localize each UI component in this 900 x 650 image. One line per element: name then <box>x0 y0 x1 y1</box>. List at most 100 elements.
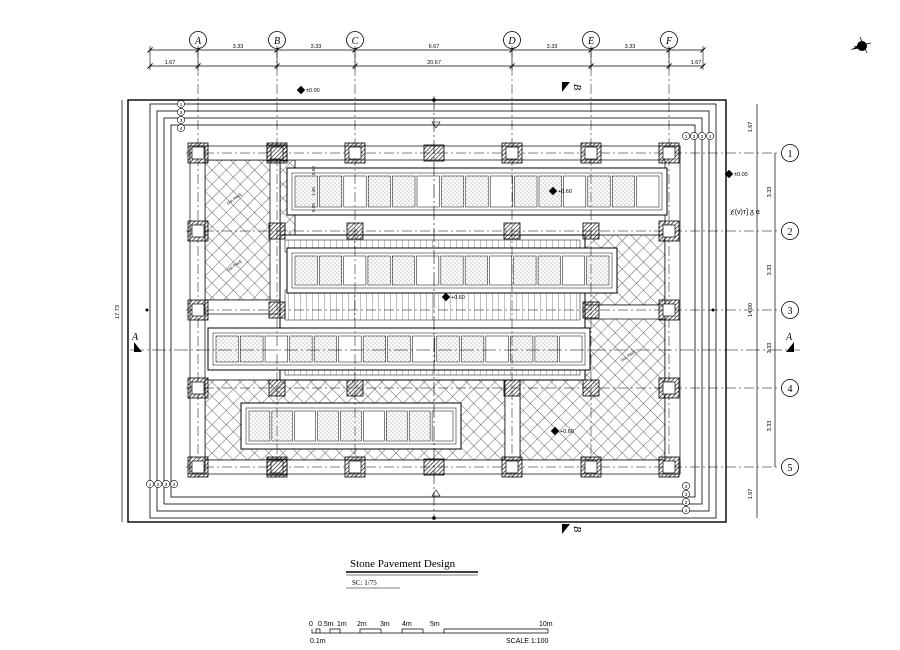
grid-bubble-row-4 <box>781 379 799 397</box>
paver-tile <box>391 255 415 286</box>
layer-tag <box>154 480 162 488</box>
drawing-title: Stone Pavement Design <box>350 558 456 570</box>
layer-tag-label: 4 <box>173 482 176 487</box>
scale-label-05: 0.5m <box>318 621 334 628</box>
layer-tag-label: 3 <box>165 482 168 487</box>
layer-tag-label: 1 <box>149 482 152 487</box>
section-a-left: A <box>131 332 139 343</box>
dim-row-12: 3.33 <box>767 187 773 198</box>
paver-tile <box>294 175 318 208</box>
paver-tile <box>412 335 436 363</box>
top-dimension-chain: 3.33 3.33 6.67 3.33 3.33 1.67 20.67 1.67 <box>147 44 706 70</box>
dim-left-total: 17.73 <box>115 305 121 319</box>
layer-tag-label: 1 <box>180 102 183 107</box>
paver-tile <box>489 255 513 286</box>
dim-col-cd: 6.67 <box>429 44 440 50</box>
layer-tag-label: 3 <box>685 492 688 497</box>
dim-col-ef: 3.33 <box>625 44 636 50</box>
paver-tile <box>514 175 538 208</box>
dim-row-34: 3.33 <box>767 343 773 354</box>
paver-tile <box>319 255 342 286</box>
paver-tile <box>489 175 513 208</box>
column-blocks <box>187 142 680 478</box>
dim-right-top: 1.67 <box>748 122 754 133</box>
scale-bar: 0 0.5m 1m 2m 3m 4m 5m 10m 0.1m SCALE 1:1… <box>309 621 553 645</box>
dim-overall-width: 20.67 <box>427 60 441 66</box>
level-upper: +0.60 <box>558 189 572 195</box>
section-a-right-arrow <box>786 342 794 352</box>
dim-row-23: 3.33 <box>767 265 773 276</box>
grid-label-row-3: 3 <box>788 306 793 317</box>
layer-tag <box>177 116 185 124</box>
layer-tag-label: 3 <box>701 134 704 139</box>
level-right: ±0.00 <box>734 172 748 178</box>
column-D2 <box>503 222 521 240</box>
paver-tile <box>392 175 416 208</box>
section-b-top-arrow <box>562 82 570 92</box>
paver-tile <box>271 410 294 442</box>
paver-tile <box>611 175 635 208</box>
scale-sub-label: 0.1m <box>310 638 326 645</box>
dim-row-45: 3.33 <box>767 421 773 432</box>
mid-column <box>266 144 288 162</box>
paver-tile <box>562 255 585 286</box>
paver-tile <box>563 175 587 208</box>
side-note: ጀ(ᴠ)ᴛ] ᵹ ɑ <box>730 209 760 216</box>
paver-tile <box>436 335 460 363</box>
grid-label-col-E: E <box>587 36 594 47</box>
grid-bubble-row-1 <box>781 144 799 162</box>
column-D4 <box>503 379 521 397</box>
level-top-left: ±0.00 <box>306 88 320 94</box>
layer-tag <box>146 480 154 488</box>
layer-tag <box>162 480 170 488</box>
paver-tile <box>367 175 391 208</box>
layer-tag <box>706 132 714 140</box>
section-a-right: A <box>785 332 793 343</box>
paver-tile <box>559 335 583 363</box>
dim-right-bottom: 1.67 <box>748 489 754 500</box>
level-center: +0.60 <box>451 295 465 301</box>
layer-tag <box>177 124 185 132</box>
section-b-top: B <box>571 84 582 90</box>
bed-dim-1: 0.20 <box>311 203 316 212</box>
paver-tile <box>215 335 239 363</box>
scale-label-4: 4m <box>402 621 412 628</box>
grid-bubble-row-2 <box>781 222 799 240</box>
column-C4 <box>346 379 364 397</box>
paver-tile <box>240 335 264 363</box>
grid-bubble-row-3 <box>781 301 799 319</box>
dim-right-span: 14.00 <box>748 303 754 317</box>
column-C2 <box>346 222 364 240</box>
layer-tag-label: 2 <box>685 500 688 505</box>
bed-dimensions: 0.20 1.40 0.50 <box>311 166 316 212</box>
paver-tile <box>586 255 610 286</box>
scale-label-1: 1m <box>337 621 347 628</box>
section-b-bottom-arrow <box>562 524 570 534</box>
paver-tile <box>294 255 318 286</box>
layer-tag-label: 2 <box>693 134 696 139</box>
grid-label-row-4: 4 <box>788 384 793 395</box>
grid-label-row-5: 5 <box>788 463 793 474</box>
layer-tag-label: 4 <box>685 484 688 489</box>
layer-tag-label: 3 <box>180 118 183 123</box>
dim-col-bc: 3.33 <box>311 44 322 50</box>
paver-tile <box>367 255 391 286</box>
paver-tile <box>465 175 489 208</box>
grid-bubble-row-5 <box>781 458 799 476</box>
layer-tag <box>682 490 690 498</box>
layer-tag <box>682 506 690 514</box>
paver-tile <box>340 410 362 442</box>
paver-tile <box>441 175 465 208</box>
paver-tile <box>289 335 313 363</box>
paver-tile <box>319 175 343 208</box>
layer-tag <box>682 482 690 490</box>
stone-beds <box>207 167 668 450</box>
paver-tile <box>264 335 288 363</box>
paver-tile <box>513 255 537 286</box>
layer-tag <box>682 498 690 506</box>
layer-tag-label: 4 <box>709 134 712 139</box>
paver-tile <box>248 410 271 442</box>
bed-dim-3: 0.50 <box>311 166 316 175</box>
